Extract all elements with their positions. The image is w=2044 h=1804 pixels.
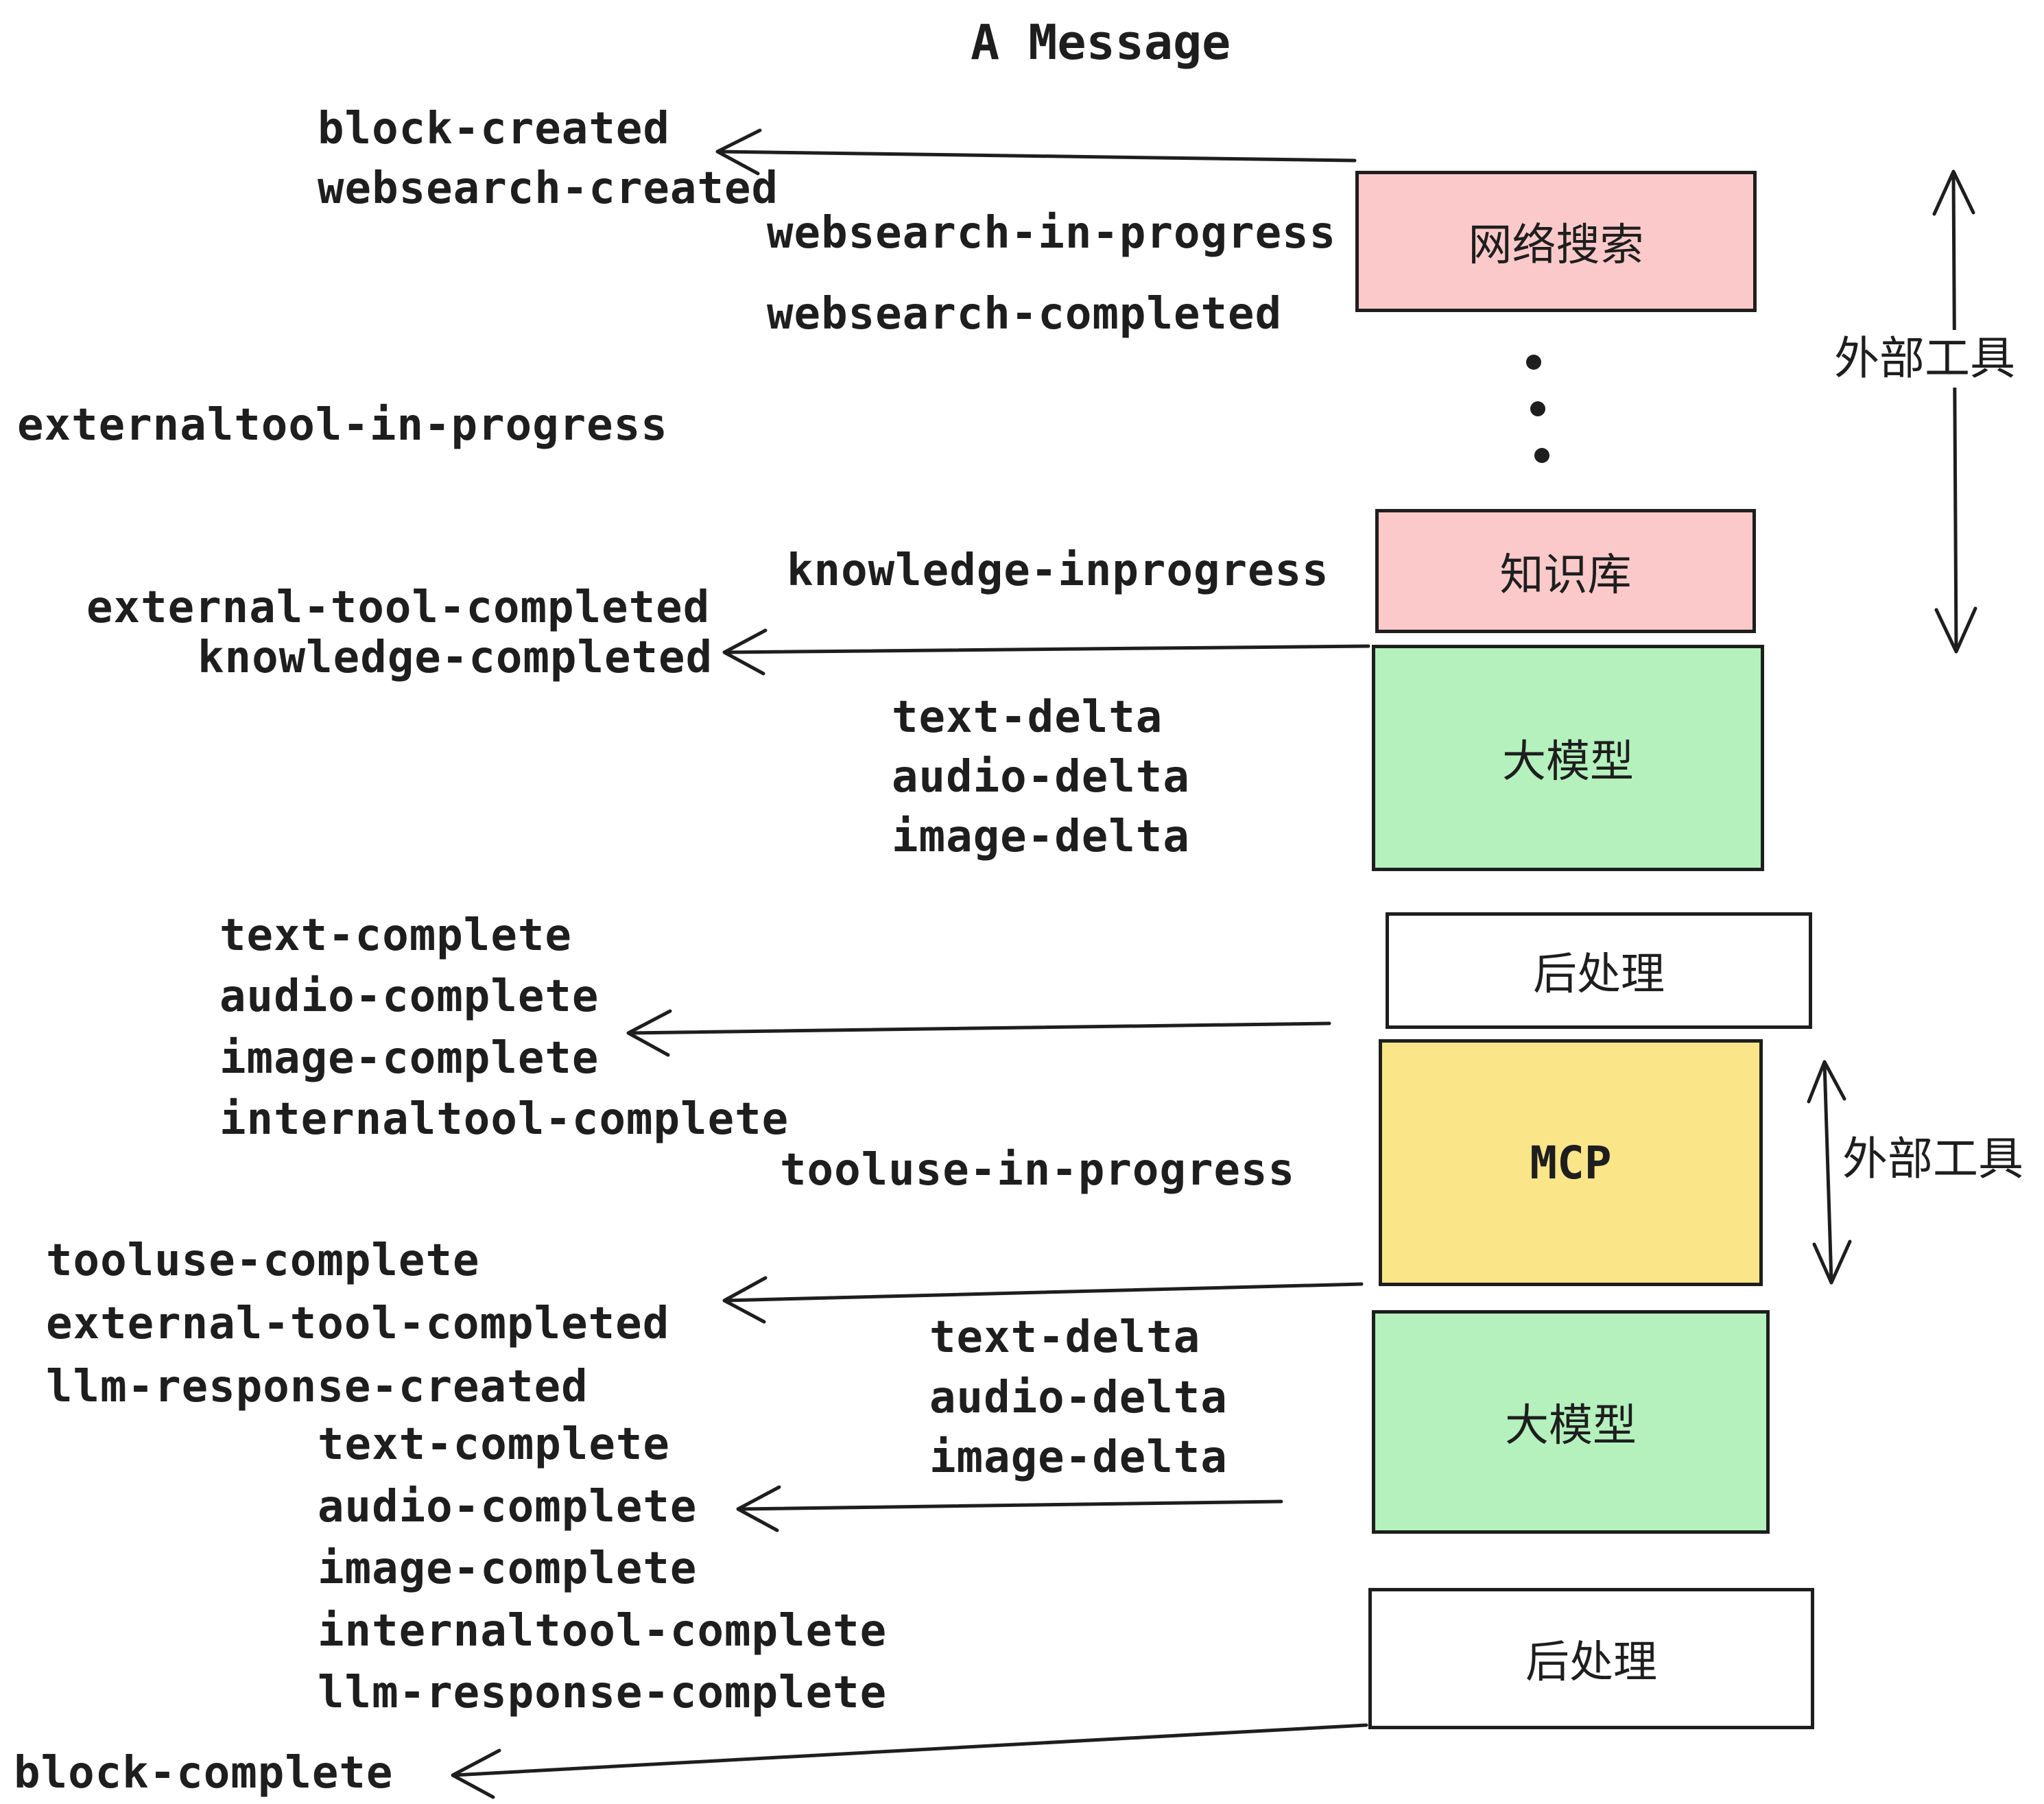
side-label-external-tools-1: 外部工具 [1827, 330, 2022, 388]
event-text-complete-2: text-complete [318, 1419, 670, 1470]
node-mcp-label: MCP [1530, 1136, 1612, 1189]
node-postprocess-2: 后处理 [1368, 1588, 1814, 1729]
event-websearch-completed: websearch-completed [767, 289, 1283, 340]
event-image-delta-2: image-delta [929, 1432, 1228, 1483]
side-label-external-tools-2: 外部工具 [1842, 1133, 2023, 1185]
event-llm-response-created: llm-response-created [46, 1362, 589, 1412]
node-mcp: MCP [1379, 1039, 1763, 1286]
event-text-delta-1: text-delta [892, 692, 1163, 743]
event-audio-delta-2: audio-delta [929, 1373, 1228, 1423]
arrow-post2-to-block-complete [451, 1723, 1368, 1799]
event-text-complete-1: text-complete [219, 910, 572, 961]
event-externaltool-in-progress: externaltool-in-progress [17, 400, 668, 451]
arrow-knowledge-to-knowledge-completed [722, 628, 1370, 676]
event-block-complete: block-complete [14, 1748, 394, 1799]
event-websearch-created: websearch-created [318, 163, 779, 214]
event-external-tool-completed: external-tool-completed [86, 582, 711, 633]
node-llm-2-label: 大模型 [1505, 1401, 1637, 1450]
event-image-complete-1: image-complete [219, 1033, 599, 1084]
event-block-created: block-created [318, 104, 670, 154]
event-tooluse-in-progress: tooluse-in-progress [780, 1145, 1296, 1196]
node-postprocess-1: 后处理 [1386, 912, 1812, 1029]
node-knowledge-label: 知识库 [1499, 549, 1632, 600]
event-image-delta-1: image-delta [892, 811, 1190, 862]
event-audio-complete-2: audio-complete [318, 1482, 698, 1532]
event-knowledge-completed: knowledge-completed [198, 632, 713, 683]
event-audio-delta-1: audio-delta [892, 752, 1190, 803]
event-llm-response-complete: llm-response-complete [318, 1667, 888, 1718]
node-postprocess-2-label: 后处理 [1525, 1637, 1657, 1687]
event-text-delta-2: text-delta [929, 1312, 1201, 1363]
ellipsis-dots [1526, 355, 1549, 463]
event-knowledge-inprogress: knowledge-inprogress [787, 545, 1329, 596]
arrow-llm2-to-audio-complete [736, 1485, 1283, 1532]
event-audio-complete-1: audio-complete [219, 971, 599, 1022]
node-llm-1: 大模型 [1372, 645, 1764, 871]
mcp-external-tools-span-arrow [1807, 1060, 1852, 1285]
arrow-llm2-to-tooluse-complete [722, 1276, 1364, 1324]
node-llm-2: 大模型 [1372, 1310, 1770, 1534]
node-postprocess-1-label: 后处理 [1533, 949, 1665, 999]
event-external-tool-completed-2: external-tool-completed [46, 1298, 670, 1349]
node-llm-1-label: 大模型 [1502, 737, 1634, 786]
event-internaltool-complete-2: internaltool-complete [318, 1606, 888, 1657]
page-title: A Message [971, 14, 1231, 71]
node-knowledge: 知识库 [1375, 509, 1756, 633]
external-tools-span-arrow [1932, 169, 1977, 654]
event-internaltool-complete-1: internaltool-complete [219, 1094, 789, 1145]
node-websearch-label: 网络搜索 [1468, 220, 1644, 270]
event-websearch-in-progress: websearch-in-progress [767, 208, 1337, 259]
event-image-complete-2: image-complete [318, 1543, 698, 1594]
node-websearch: 网络搜索 [1355, 171, 1757, 312]
arrow-mcp-to-image-complete [626, 1009, 1331, 1057]
arrow-websearch-to-block-created [715, 128, 1357, 176]
event-tooluse-complete: tooluse-complete [46, 1235, 480, 1286]
